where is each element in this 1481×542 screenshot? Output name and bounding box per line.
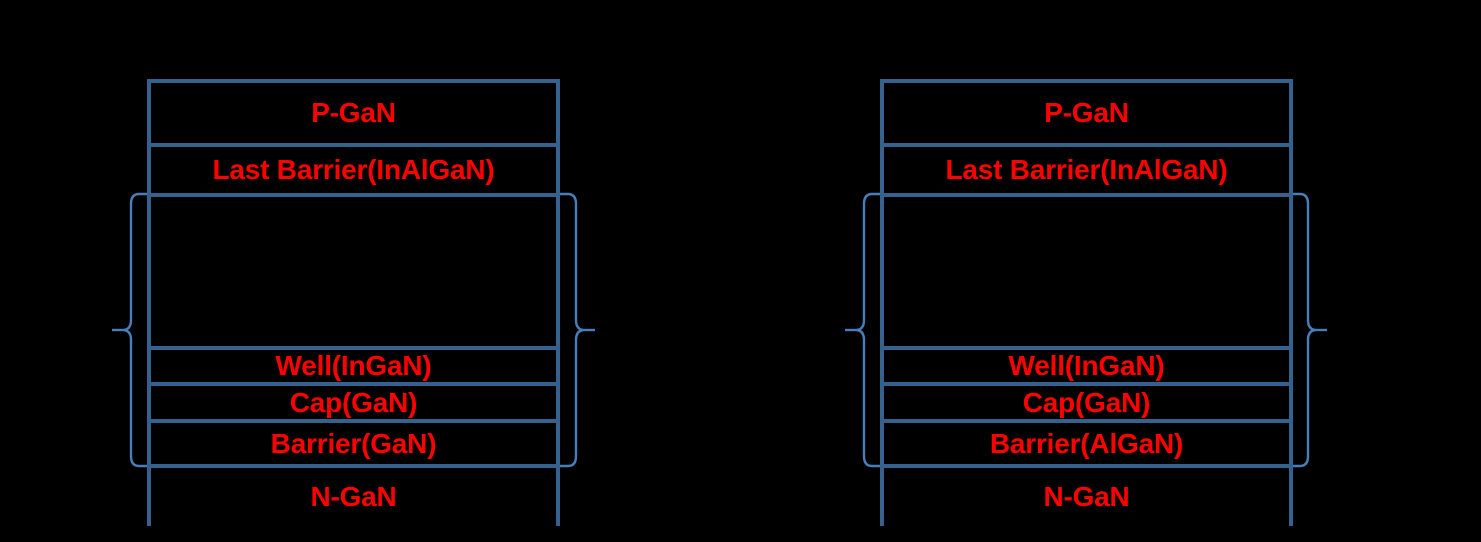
right-layer-last-barrier-label: Last Barrier(InAlGaN) [945,154,1228,185]
left-layer-n-gan-label: N-GaN [310,481,397,512]
right-layer-cap: Cap(GaN) [884,386,1289,423]
left-layer-barrier-label: Barrier(GaN) [270,427,437,459]
left-layer-well-label: Well(InGaN) [275,350,432,381]
right-layer-mqw-region [884,197,1289,350]
left-layer-last-barrier-label: Last Barrier(InAlGaN) [212,154,495,185]
left-layer-mqw-region [151,197,556,350]
right-layer-barrier: Barrier(AlGaN) [884,423,1289,468]
left-layer-cap: Cap(GaN) [151,386,556,423]
right-structure-stack: P-GaN Last Barrier(InAlGaN) Well(InGaN) … [880,79,1293,526]
right-layer-n-gan: N-GaN [884,468,1289,526]
left-structure-stack: P-GaN Last Barrier(InAlGaN) Well(InGaN) … [147,79,560,526]
left-layer-barrier: Barrier(GaN) [151,423,556,468]
right-layer-p-gan-label: P-GaN [1044,97,1129,128]
right-layer-p-gan: P-GaN [884,83,1289,147]
left-layer-well: Well(InGaN) [151,350,556,386]
left-layer-n-gan: N-GaN [151,468,556,526]
right-layer-n-gan-label: N-GaN [1043,481,1130,512]
right-layer-well-label: Well(InGaN) [1008,350,1165,381]
right-layer-cap-label: Cap(GaN) [1022,386,1151,418]
right-layer-barrier-label: Barrier(AlGaN) [989,427,1184,459]
left-layer-p-gan: P-GaN [151,83,556,147]
right-layer-last-barrier: Last Barrier(InAlGaN) [884,147,1289,197]
left-layer-p-gan-label: P-GaN [311,97,396,128]
left-layer-last-barrier: Last Barrier(InAlGaN) [151,147,556,197]
right-layer-well: Well(InGaN) [884,350,1289,386]
left-layer-cap-label: Cap(GaN) [289,386,418,418]
